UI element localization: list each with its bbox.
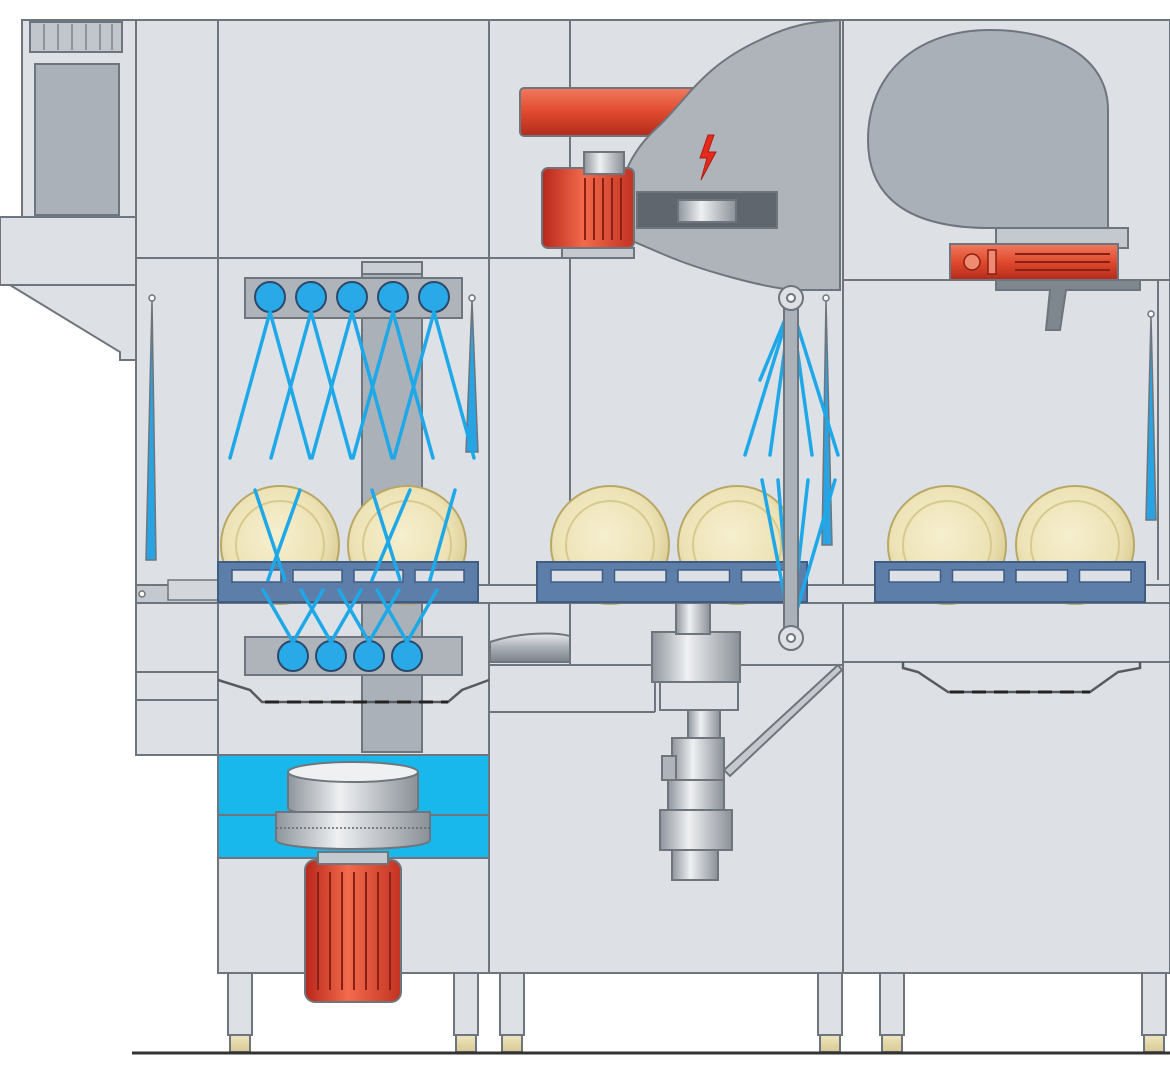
spray-jet (428, 488, 457, 582)
spray-jet (228, 310, 272, 460)
spray-jet (291, 588, 325, 644)
lower-nozzle (277, 640, 309, 672)
spray-jet (329, 588, 363, 644)
entry-hood (0, 19, 137, 361)
spray-jet (266, 488, 302, 582)
entry-module (135, 19, 219, 756)
spray-jet (310, 310, 354, 460)
upper-nozzle (418, 281, 450, 313)
wash-pump (275, 761, 431, 1003)
upper-nozzle (295, 281, 327, 313)
spray-jet (299, 588, 333, 644)
lower-nozzle (353, 640, 385, 672)
rinse-arm (778, 285, 804, 651)
rack (217, 561, 479, 603)
upper-nozzle (377, 281, 409, 313)
spray-jet (253, 488, 287, 582)
upper-nozzle (336, 281, 368, 313)
spray-jet (370, 488, 412, 582)
lower-nozzle (391, 640, 423, 672)
machine-legs (227, 972, 1167, 1053)
lower-nozzle (315, 640, 347, 672)
spray-jet (405, 588, 439, 644)
dish-racks (217, 561, 1146, 603)
rinse-booster (519, 18, 841, 291)
upper-nozzle (254, 281, 286, 313)
rack (536, 561, 808, 603)
spray-jet (375, 588, 409, 644)
rinse-drain-column (489, 601, 844, 881)
spray-jet (367, 588, 401, 644)
spray-jet (392, 310, 436, 460)
spray-jet (432, 310, 476, 460)
spray-jet (351, 310, 395, 460)
rack (874, 561, 1146, 603)
spray-jet (269, 310, 313, 460)
spray-jet (261, 588, 295, 644)
drying-blower (866, 28, 1141, 331)
spray-jet (370, 488, 402, 582)
lightning-bolt-icon (699, 134, 717, 181)
spray-jet (337, 588, 371, 644)
